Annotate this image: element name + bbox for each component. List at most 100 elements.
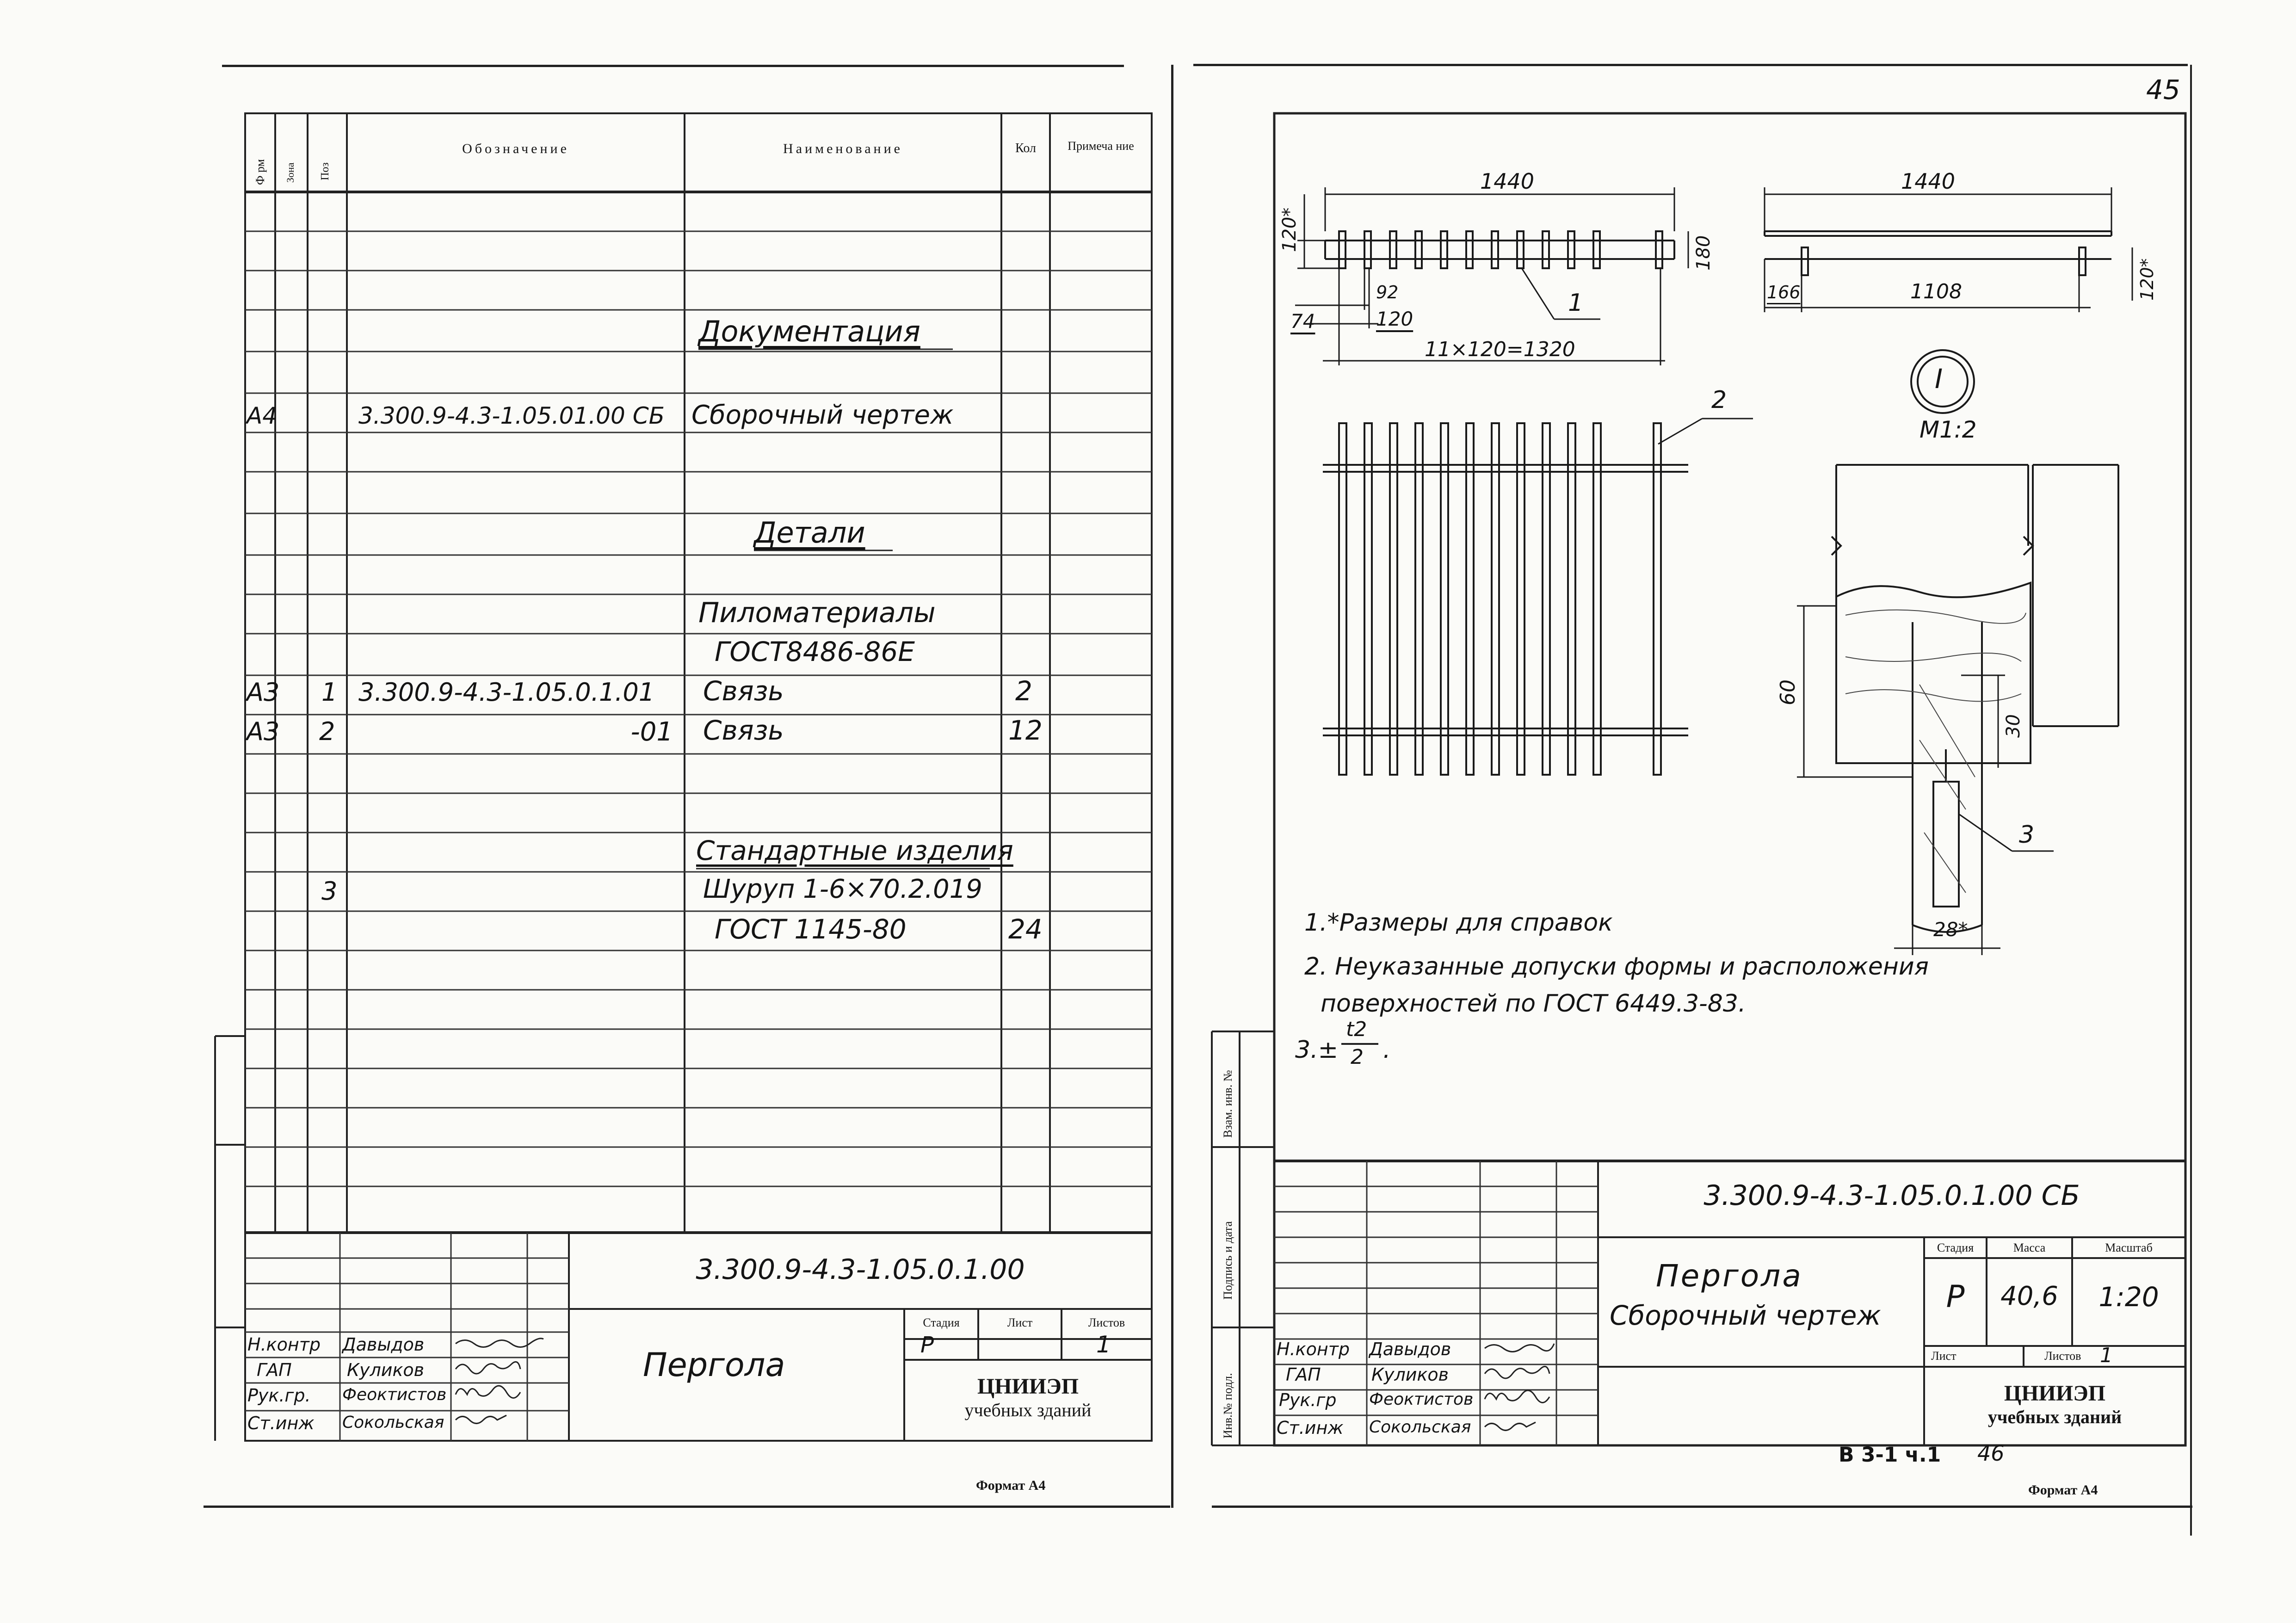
drawing-doc-code: 3.300.9-4.3-1.05.0.1.00 СБ [1703, 1179, 2080, 1212]
dim-1108: 1108 [1910, 280, 1962, 303]
dim-1440-right: 1440 [1901, 169, 1956, 194]
drawing-sign-name-3: Феоктистов [1369, 1390, 1474, 1409]
sheet-divider [1171, 65, 1173, 1508]
spec-row-standard-items: Стандартные изделия [696, 835, 1013, 866]
spec-title: Пергола [643, 1346, 785, 1384]
drawing-title-1: Пергола [1656, 1258, 1803, 1294]
drawing-sign-role-1: Н.контр [1277, 1339, 1350, 1359]
drawing-sign-name-1: Давыдов [1369, 1339, 1451, 1359]
drawing-scale-label: Масштаб [2105, 1241, 2153, 1254]
header-note: Примеча ние [1068, 139, 1134, 153]
spec-row-9-pos: 3 [321, 876, 338, 906]
note-2a: 2. Неуказанные допуски формы и расположе… [1304, 953, 1929, 981]
spec-sign-name-1: Давыдов [342, 1334, 425, 1355]
spec-sign-name-2: Куликов [347, 1360, 425, 1380]
dim-120: 120 [1376, 308, 1413, 330]
dim-166: 166 [1767, 282, 1801, 302]
drawing-sign-name-2: Куликов [1371, 1364, 1449, 1385]
callout-3: 3 [2019, 821, 2035, 849]
spec-row-10-name: ГОСТ 1145-80 [715, 913, 907, 945]
note-3-suffix: . [1383, 1036, 1391, 1064]
spec-doc-code: 3.300.9-4.3-1.05.0.1.00 [696, 1253, 1025, 1286]
drawing-stage-label: Стадия [1937, 1241, 1974, 1254]
spec-row-documentation: Документация [698, 315, 920, 348]
spec-sign-role-3: Рук.гр. [247, 1385, 311, 1406]
drawing-sign-role-2: ГАП [1286, 1364, 1321, 1385]
callout-2: 2 [1711, 386, 1727, 414]
spec-sheets: 1 [1096, 1331, 1111, 1358]
note-2b: поверхностей по ГОСТ 6449.3-83. [1321, 990, 1746, 1018]
dim-1440-left: 1440 [1480, 169, 1535, 194]
bottom-border-line [204, 1506, 1170, 1508]
drawing-sign-name-4: Сокольская [1369, 1418, 1471, 1437]
spec-stage-label: Стадия [923, 1316, 960, 1329]
page-number: 45 [2146, 74, 2180, 105]
spec-row-7-name: Связь [703, 715, 784, 746]
top-border-line [222, 65, 1124, 67]
note-3-prefix: 3.± [1295, 1036, 1339, 1064]
right-edge-line [2190, 65, 2192, 1536]
drawing-title-2: Сборочный чертеж [1610, 1300, 1881, 1331]
note-1: 1.*Размеры для справок [1304, 909, 1613, 937]
spec-org-1: ЦНИИЭП [977, 1374, 1079, 1399]
drawing-org-2: учебных зданий [1987, 1407, 2122, 1427]
spec-stage: Р [920, 1332, 934, 1358]
spec-org-2: учебных зданий [964, 1400, 1092, 1420]
callout-1: 1 [1568, 289, 1584, 317]
spec-row-6-designation: 3.300.9-4.3-1.05.0.1.01 [358, 678, 655, 707]
spec-format: Формат А4 [976, 1478, 1046, 1493]
spec-row-9-name: Шуруп 1-6×70.2.019 [703, 874, 982, 904]
header-name: Наименование [783, 141, 903, 156]
spec-sign-role-2: ГАП [257, 1360, 292, 1380]
dim-28: 28* [1933, 918, 1968, 941]
footer-ref: В 3-1 ч.1 [1839, 1443, 1941, 1467]
spec-row-7-designation: -01 [630, 717, 673, 747]
dim-74: 74 [1290, 310, 1315, 333]
header-qty: Кол [1015, 141, 1036, 155]
drawing-sheets-label: Листов [2044, 1349, 2081, 1363]
detail-scale: М1:2 [1920, 416, 1977, 443]
drawing-stage: Р [1946, 1279, 1965, 1314]
note-3-den: 2 [1351, 1045, 1364, 1069]
drawing-mass: 40,6 [2000, 1281, 2058, 1311]
drawing-scale: 1:20 [2098, 1281, 2159, 1313]
spec-row-10-qty: 24 [1008, 913, 1043, 945]
spec-sign-name-3: Феоктистов [342, 1385, 447, 1404]
drawing-sign-role-3: Рук.гр [1279, 1390, 1337, 1410]
spec-row-6-name: Связь [703, 675, 784, 707]
top-border-line-right [1193, 64, 2188, 66]
spec-row-7-qty: 12 [1008, 715, 1043, 746]
spec-row-2-name: Сборочный чертеж [691, 400, 954, 430]
drawing-sign-role-4: Ст.инж [1277, 1418, 1344, 1438]
dim-spacing: 11×120=1320 [1425, 338, 1575, 361]
spec-sign-role-4: Ст.инж [247, 1413, 315, 1433]
spec-sheet-label: Лист [1007, 1316, 1033, 1329]
spec-row-7-pos: 2 [319, 717, 335, 746]
spec-row-7-format: А3 [247, 717, 280, 746]
spec-sheets-label: Листов [1088, 1316, 1125, 1329]
drawing-org-1: ЦНИИЭП [2004, 1381, 2106, 1406]
spec-row-lumber: Пиломатериалы [698, 597, 936, 629]
footer-page: 46 [1977, 1441, 2005, 1466]
drawing-format: Формат А4 [2028, 1482, 2098, 1498]
drawing-sheet-label: Лист [1931, 1349, 1957, 1363]
spec-row-2-format: А4 [247, 402, 278, 429]
spec-row-6-pos: 1 [321, 678, 338, 707]
note-3-fraction-bar [1341, 1043, 1378, 1045]
dim-92: 92 [1376, 282, 1399, 302]
spec-row-6-format: А3 [247, 678, 280, 707]
spec-row-2-designation: 3.300.9-4.3-1.05.01.00 СБ [358, 402, 665, 429]
spec-sign-name-4: Сокольская [342, 1413, 444, 1432]
bottom-border-line-right [1212, 1506, 2192, 1508]
detail-mark: I [1935, 363, 1943, 395]
spec-row-details: Детали [754, 516, 865, 549]
spec-sign-role-1: Н.контр [247, 1334, 321, 1355]
note-3-num: t2 [1346, 1018, 1367, 1041]
drawing-sheets: 1 [2100, 1344, 2113, 1367]
